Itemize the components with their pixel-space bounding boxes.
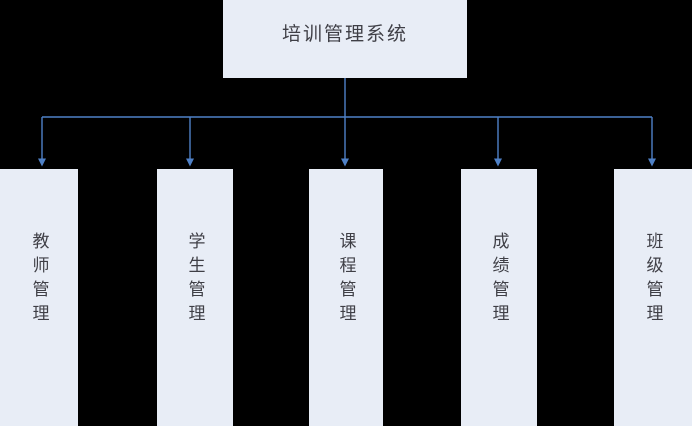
node-root[interactable]: 培训管理系统 [223, 0, 467, 78]
node-root-label: 培训管理系统 [281, 23, 408, 45]
node-class-management[interactable]: 班级管理 [614, 169, 692, 426]
node-teacher-management-label: 教师管理 [29, 232, 49, 328]
node-grade-management-label: 成绩管理 [489, 232, 509, 328]
node-student-management[interactable]: 学生管理 [157, 169, 233, 426]
node-class-management-label: 班级管理 [643, 232, 663, 328]
node-course-management[interactable]: 课程管理 [309, 169, 383, 426]
node-course-management-label: 课程管理 [336, 232, 356, 328]
node-student-management-label: 学生管理 [185, 232, 205, 328]
node-teacher-management[interactable]: 教师管理 [0, 169, 78, 426]
node-grade-management[interactable]: 成绩管理 [461, 169, 537, 426]
